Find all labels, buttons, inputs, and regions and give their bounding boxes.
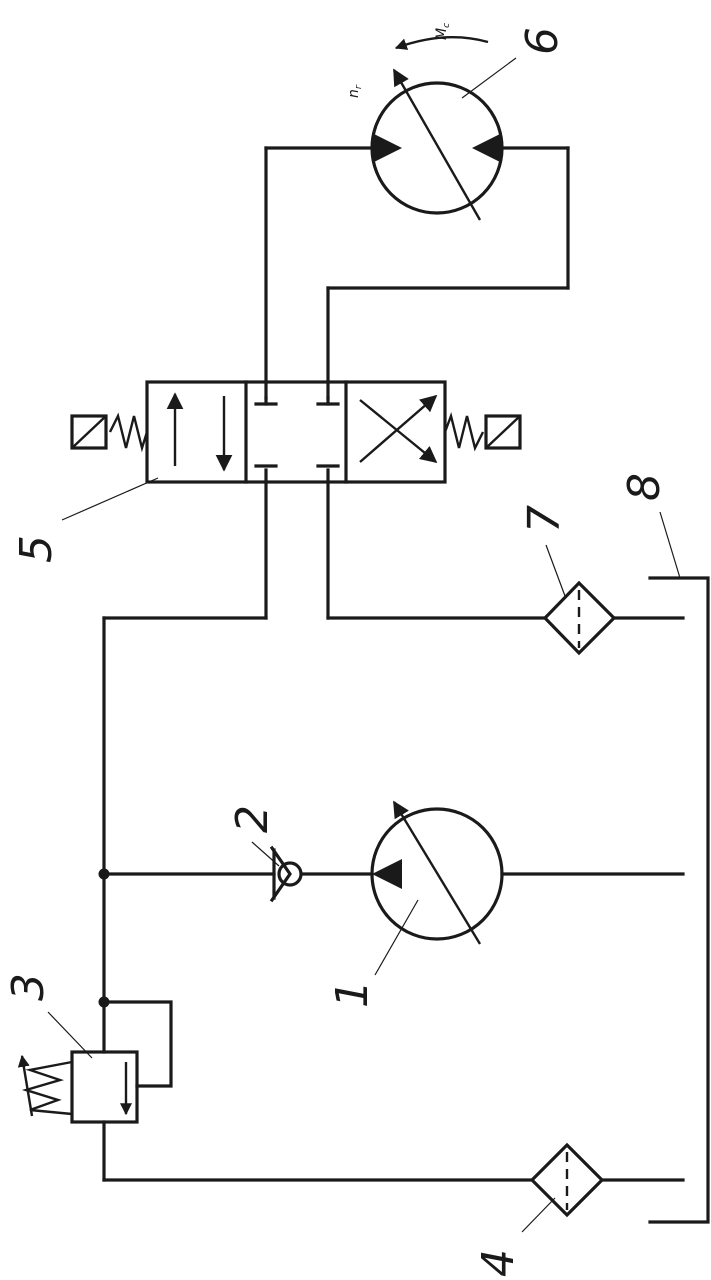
check-valve-seat-v <box>269 845 292 903</box>
junction-dot-pump <box>98 868 110 880</box>
component-labels: 1 2 3 4 5 6 7 8 <box>3 27 670 1277</box>
motor-speed-symbol: n <box>346 89 362 98</box>
valve-solenoid-left <box>70 414 108 450</box>
directional-valve <box>70 380 522 484</box>
motor-flow-triangle-left <box>372 133 402 163</box>
valve-solenoid-right <box>484 414 522 450</box>
tank <box>648 576 710 1224</box>
label-directional-valve: 5 <box>11 535 62 563</box>
valve-spring-left <box>108 412 149 453</box>
label-suction-filter: 4 <box>473 1249 524 1277</box>
label-check-valve: 2 <box>227 805 278 833</box>
check-valve <box>269 845 303 903</box>
junction-dot-relief <box>98 996 110 1008</box>
leader-return-filter <box>545 544 566 597</box>
relief-valve-adjust-arrow <box>17 1054 34 1117</box>
leader-lines <box>47 57 681 1233</box>
label-return-filter: 7 <box>519 505 570 533</box>
pump <box>370 800 504 945</box>
motor-annotations: nг Mc <box>346 23 452 98</box>
pump-variable-arrow <box>392 800 482 945</box>
motor-speed-label: nг <box>346 84 364 98</box>
leader-suction-filter <box>521 1197 556 1233</box>
leader-directional-valve <box>61 477 159 521</box>
motor-torque-symbol: M <box>434 28 450 40</box>
hydraulic-lines <box>98 146 685 1182</box>
label-pump: 1 <box>327 980 378 1008</box>
leader-pump <box>374 899 419 976</box>
valve-solenoid-right-diagonal <box>485 415 521 449</box>
label-motor: 6 <box>517 27 568 55</box>
motor-speed-subscript: г <box>354 84 364 89</box>
relief-valve-spring <box>21 1060 73 1116</box>
suction-filter <box>529 1142 605 1218</box>
relief-valve <box>17 1050 139 1124</box>
motor-flow-triangle-right <box>472 133 502 163</box>
motor-torque-arrow <box>394 36 489 50</box>
relief-pilot-line <box>102 1000 173 1088</box>
valve-cross-arrow-down <box>359 399 438 464</box>
pump-flow-triangle <box>372 859 402 889</box>
leader-relief-valve <box>47 1011 93 1059</box>
return-filter <box>542 580 617 656</box>
label-tank: 8 <box>619 473 670 501</box>
leader-check-valve <box>251 841 280 867</box>
leader-tank <box>659 511 681 579</box>
motor-variable-arrow <box>392 68 482 221</box>
leader-motor <box>461 57 517 99</box>
motor-torque-subscript: c <box>442 23 452 28</box>
label-relief-valve: 3 <box>3 973 54 1001</box>
hydraulic-motor <box>370 36 504 221</box>
valve-cross-arrow-up <box>359 394 438 463</box>
motor-torque-label: Mc <box>434 23 452 40</box>
valve-solenoid-left-diagonal <box>71 415 107 449</box>
valve-spring-right <box>443 411 485 452</box>
